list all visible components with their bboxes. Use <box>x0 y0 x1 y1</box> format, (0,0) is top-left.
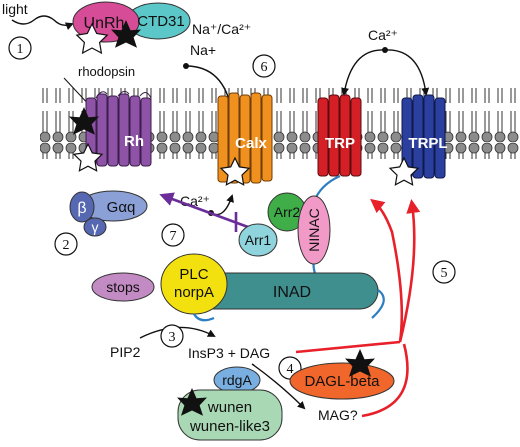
step-6-circle <box>252 54 276 78</box>
wunen-shape <box>177 389 283 441</box>
trp-channel <box>317 94 362 177</box>
step-4-number: 4 <box>287 362 294 377</box>
ca-to-trpl-arrow <box>384 49 430 96</box>
ninac-shape <box>297 195 331 265</box>
step-2-circle <box>54 232 78 256</box>
rhodopsin-label: rhodopsin <box>78 64 135 79</box>
na-plus-label: Na+ <box>190 42 216 58</box>
calx-label: Calx <box>235 135 267 152</box>
star-ctd31-black <box>111 20 141 48</box>
beta-subunit <box>69 191 95 223</box>
star-dagl-black <box>345 349 375 377</box>
step-5-circle <box>432 260 456 284</box>
arr1-label: Arr1 <box>245 232 272 248</box>
inad-label: INAD <box>273 284 311 301</box>
light-label: light <box>2 1 28 17</box>
plc-label: PLC <box>179 266 208 283</box>
step-1-number: 1 <box>17 42 24 57</box>
arrestin-inhibition-arrow <box>159 192 249 229</box>
star-rh-black <box>69 107 99 135</box>
gamma-label: γ <box>92 219 99 235</box>
gamma-subunit <box>83 217 107 237</box>
inad-trp-link <box>371 289 385 319</box>
star-wunen-black <box>177 388 207 416</box>
step-3-number: 3 <box>169 330 176 345</box>
gaq-label: Gαq <box>107 199 136 216</box>
arr1-shape <box>238 223 278 257</box>
step-6-number: 6 <box>261 60 268 75</box>
ca-top-label: Ca²⁺ <box>368 27 398 43</box>
ca-efflux-arrow <box>210 194 234 216</box>
wunen-label: wunen <box>207 399 252 416</box>
rdga-label: rdgA <box>222 372 252 388</box>
trp-label: TRP <box>325 135 355 152</box>
wunen-like3-label: wunen-like3 <box>189 418 270 435</box>
star-calx-white <box>219 156 251 186</box>
dagl-beta-label: DAGL-beta <box>304 373 380 390</box>
step-7-circle <box>161 223 185 247</box>
ninac-label: NINAC <box>306 208 322 252</box>
stops-label: stops <box>106 279 139 295</box>
step-3-circle <box>160 324 184 348</box>
step-1-circle <box>8 36 32 60</box>
step-5-number: 5 <box>441 266 448 281</box>
step-2-number: 2 <box>63 238 70 253</box>
norpa-label: norpA <box>174 284 214 301</box>
beta-label: β <box>77 200 86 217</box>
red-arrow-to-trpl <box>398 199 421 343</box>
mag-label: MAG? <box>318 407 358 423</box>
na-ca-label: Na⁺/Ca²⁺ <box>192 21 251 37</box>
ca-to-trp-arrow <box>341 49 386 96</box>
rh-receptor <box>85 90 152 167</box>
star-trpl-white <box>388 156 420 186</box>
pip2-label: PIP2 <box>110 344 141 360</box>
rh-label: Rh <box>124 133 144 150</box>
dag-red-line <box>295 340 401 354</box>
plc-inad-link <box>193 313 215 322</box>
insp3-dag-label: InsP3 + DAG <box>188 345 270 361</box>
light-squiggle-arrow <box>11 15 74 30</box>
arr2-label: Arr2 <box>274 204 301 220</box>
ctd31-label: CTD31 <box>137 13 185 30</box>
step-7-number: 7 <box>170 229 177 244</box>
star-rh-white <box>72 142 104 172</box>
star-unrh-white <box>75 22 109 55</box>
red-arrow-to-trp <box>370 198 404 343</box>
stops-shape <box>91 272 155 302</box>
dag-to-mag-arrow <box>251 363 306 410</box>
mag-red-line <box>361 343 409 418</box>
trpl-label: TRPL <box>408 135 447 152</box>
